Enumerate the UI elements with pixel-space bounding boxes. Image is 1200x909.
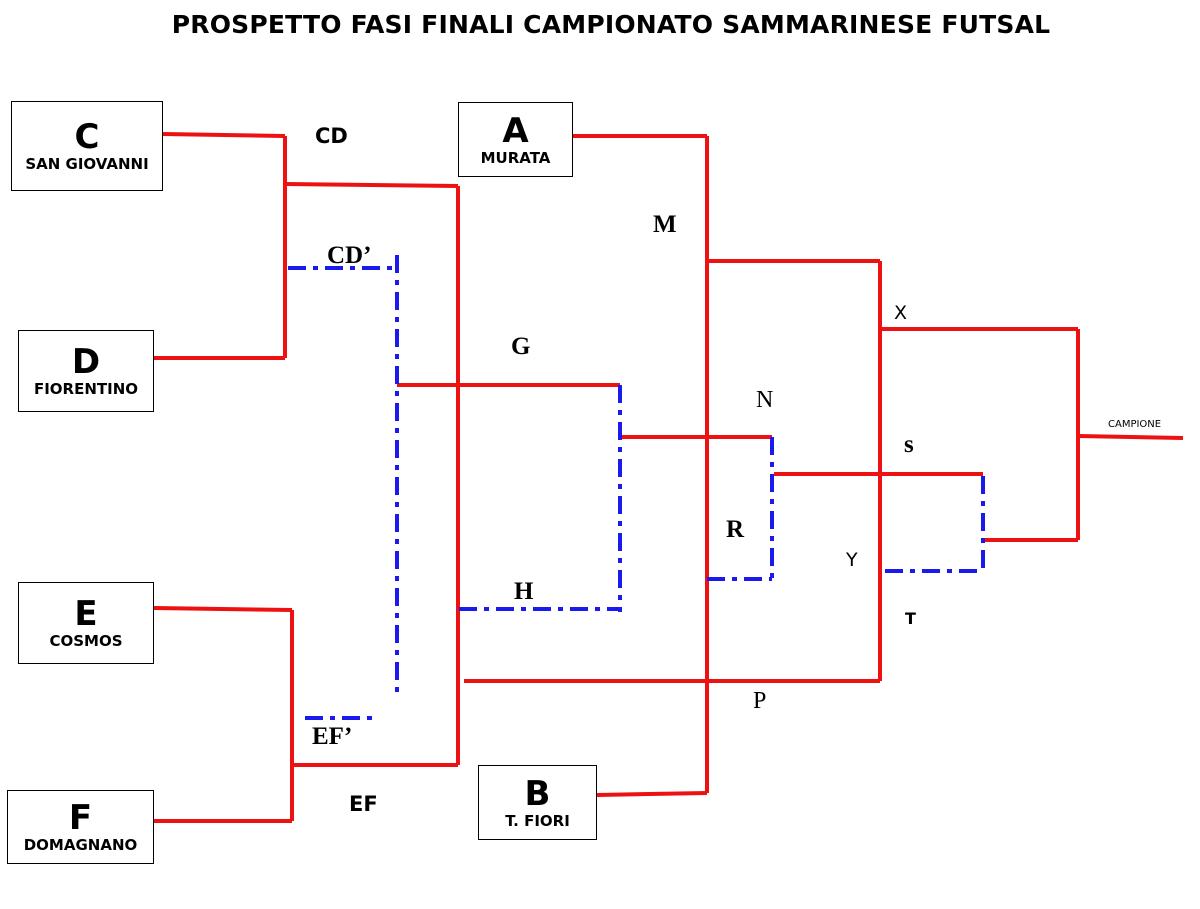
- team-box-c: C SAN GIOVANNI: [11, 101, 163, 191]
- team-name: COSMOS: [49, 632, 123, 650]
- team-name: T. FIORI: [505, 811, 570, 830]
- team-name: SAN GIOVANNI: [25, 155, 149, 173]
- team-box-f: F DOMAGNANO: [7, 790, 154, 864]
- label-campione: CAMPIONE: [1108, 419, 1162, 430]
- page-title: PROSPETTO FASI FINALI CAMPIONATO SAMMARI…: [171, 10, 1051, 39]
- connector-campione: [1077, 434, 1184, 440]
- connector-e: [153, 606, 293, 612]
- team-name: MURATA: [480, 148, 551, 167]
- team-code: A: [502, 110, 529, 151]
- label-g: G: [511, 333, 531, 360]
- team-code: F: [68, 798, 93, 838]
- team-code: C: [74, 117, 100, 157]
- team-box-a: A MURATA: [458, 102, 573, 177]
- team-code: E: [74, 594, 98, 634]
- label-p: P: [753, 688, 767, 714]
- connector-b: [596, 791, 708, 797]
- team-code: D: [71, 342, 101, 382]
- team-box-e: E COSMOS: [18, 582, 154, 664]
- connector-c: [162, 132, 286, 138]
- label-x: X: [894, 302, 908, 324]
- team-box-d: D FIORENTINO: [18, 330, 154, 412]
- label-cd: CD: [315, 124, 348, 148]
- team-code: B: [524, 773, 551, 814]
- team-name: FIORENTINO: [33, 380, 139, 398]
- team-box-b: B T. FIORI: [478, 765, 597, 840]
- label-ef-prime: EF’: [312, 723, 353, 750]
- label-n: N: [756, 387, 774, 413]
- label-y: Y: [846, 549, 858, 571]
- team-name: DOMAGNANO: [23, 836, 138, 854]
- label-m: M: [653, 211, 677, 238]
- label-r: R: [726, 516, 745, 543]
- label-s: s: [904, 431, 914, 458]
- label-h: H: [514, 578, 534, 605]
- connector-cd: [284, 182, 459, 188]
- label-ef: EF: [349, 792, 378, 816]
- label-t: T: [905, 609, 916, 628]
- label-cd-prime: CD’: [327, 242, 372, 269]
